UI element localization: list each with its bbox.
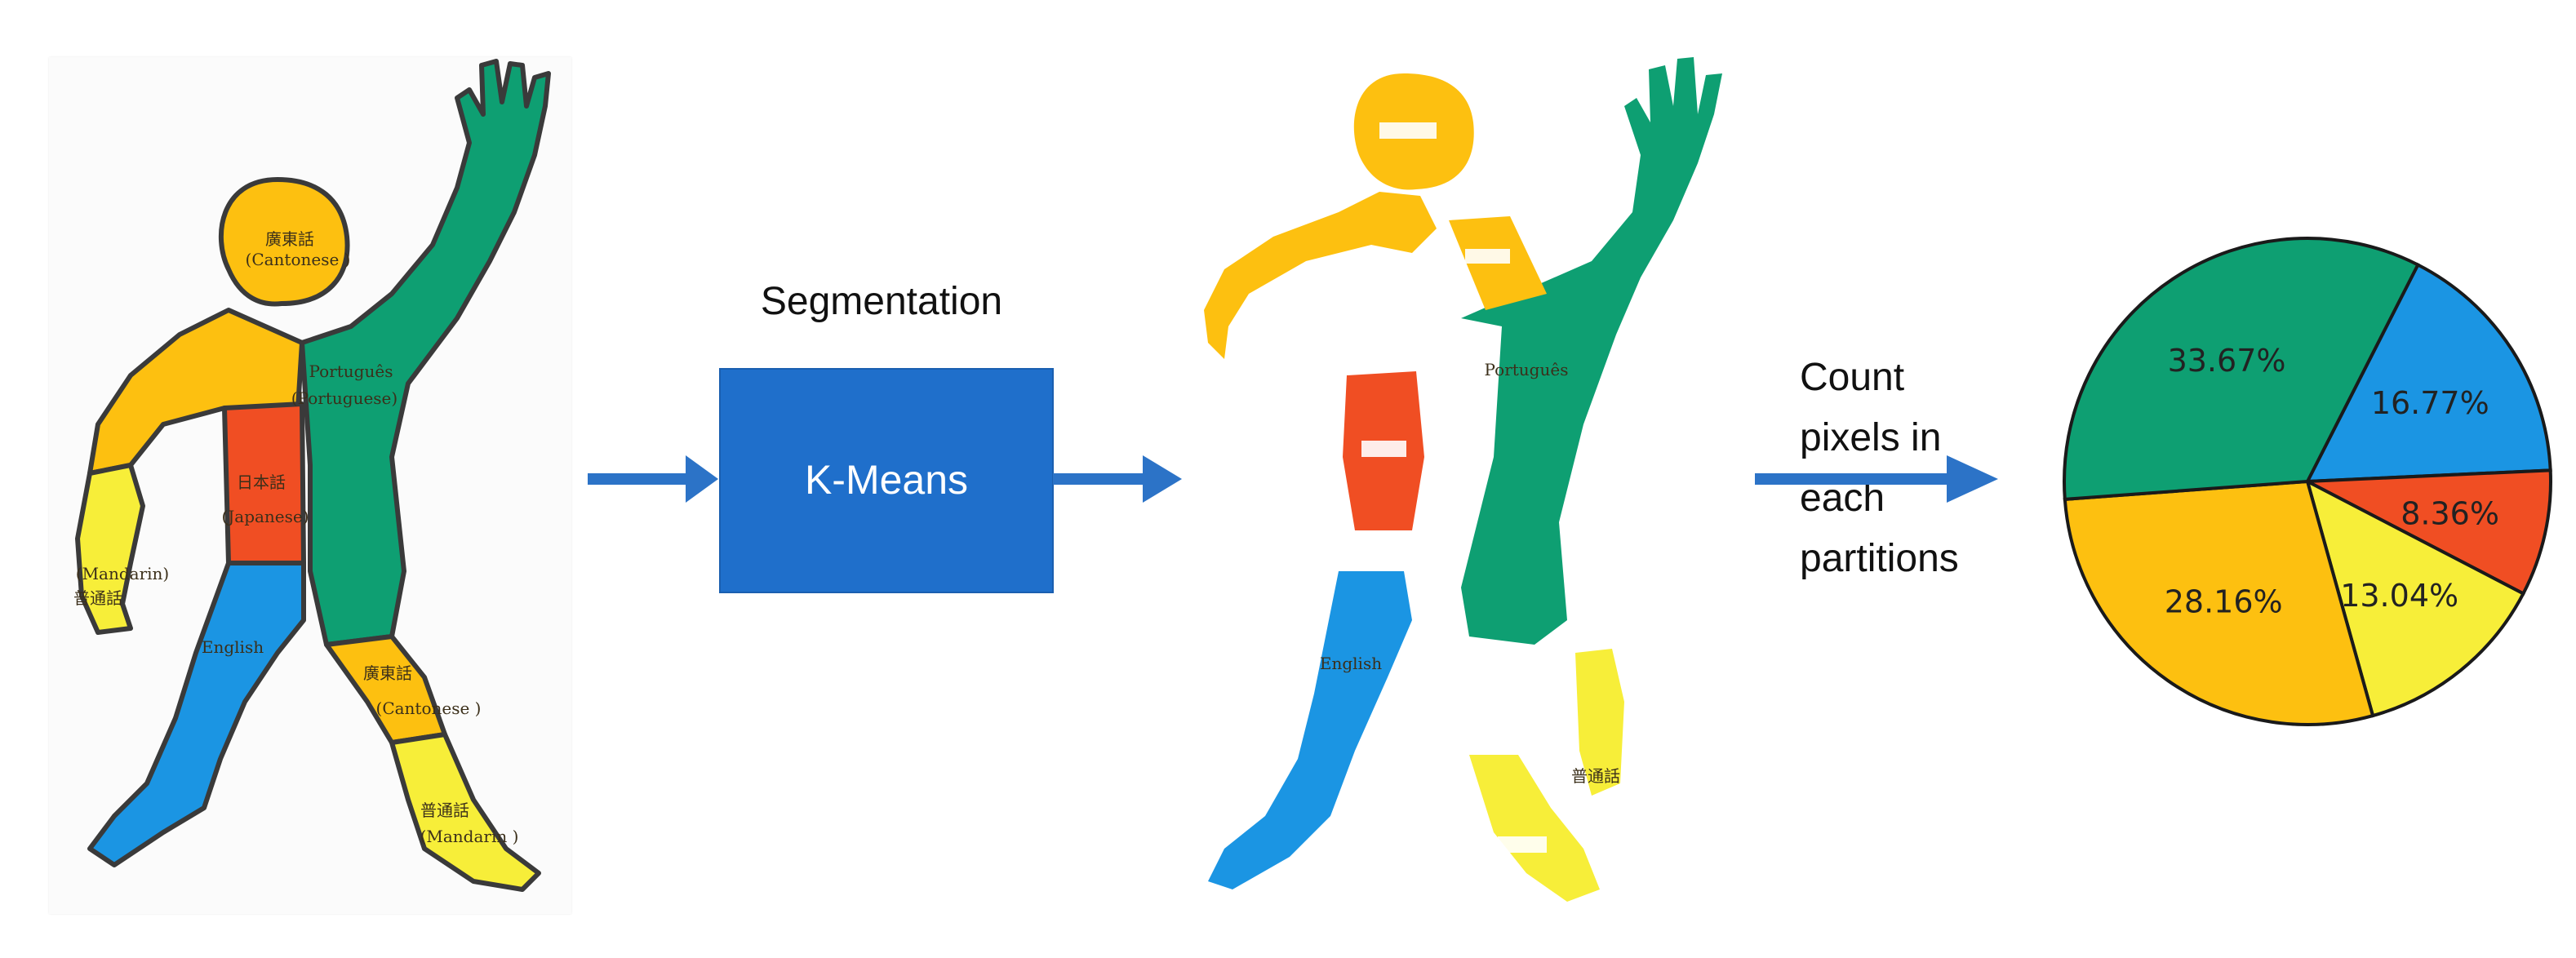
original-right-leg-upper: [324, 634, 447, 745]
segmentation-title: Segmentation: [761, 280, 1002, 323]
arrow-to-kmeans: [588, 455, 718, 503]
pie-slice: [2063, 479, 2375, 726]
original-head: [218, 177, 350, 307]
original-left-forearm: [75, 463, 145, 635]
pie-slice-label: 13.04%: [2340, 578, 2458, 614]
pie-slice: [2304, 478, 2526, 718]
label-left-arm-en: (Mandarin): [76, 564, 169, 583]
label-torso-left-en: (Japanese): [221, 507, 309, 526]
label-head-cn: 廣東話: [265, 229, 314, 249]
original-left-leg: [87, 561, 306, 867]
label-right-leg-cn: 廣東話: [363, 663, 412, 683]
label-torso-right-en: (Portuguese): [291, 388, 398, 408]
pie-slice-label: 33.67%: [2168, 343, 2286, 379]
pie-slice: [2301, 468, 2553, 597]
pie-slice: [2063, 237, 2420, 502]
arrow-to-pie: [1755, 455, 1998, 503]
segmented-chest-label-patch: [1465, 249, 1510, 264]
label-right-foot-cn: 普通話: [420, 801, 469, 820]
label-left-leg: English: [202, 637, 264, 657]
pie-slice-label: 16.77%: [2371, 385, 2489, 421]
label-right-leg-en: (Cantonese ): [376, 699, 482, 718]
pie-chart: 16.77% 8.36% 13.04% 28.16% 33.67%: [2063, 237, 2553, 726]
label-torso-left-jp: 日本話: [237, 472, 286, 492]
segmented-right-shin: [1575, 649, 1624, 796]
original-right-leg-lower: [389, 732, 541, 892]
segmented-left-leg: [1208, 571, 1412, 889]
pie-slice-label: 28.16%: [2165, 583, 2283, 619]
arrow-to-segmented: [1053, 455, 1182, 503]
original-green-region: [300, 59, 551, 647]
segmented-label-left-leg: English: [1320, 654, 1382, 673]
original-figure: [75, 59, 551, 892]
count-line-4: partitions: [1800, 537, 1959, 580]
segmented-label-torso-right: Português: [1485, 360, 1569, 379]
pie-slice-label: 8.36%: [2401, 495, 2499, 531]
count-line-2: pixels in: [1800, 416, 1941, 459]
kmeans-box: [719, 368, 1054, 593]
label-head-en: (Cantonese ): [246, 250, 351, 269]
segmented-figure: [1204, 57, 1722, 902]
label-left-arm-cn: 普通話: [73, 588, 122, 608]
segmented-arm: [1204, 192, 1437, 359]
segmented-foot-label-patch: [1498, 836, 1547, 853]
label-right-foot-en: (Mandarin ): [420, 827, 519, 846]
segmented-red-label-patch: [1361, 441, 1406, 457]
pie-slice: [2304, 262, 2552, 484]
segmented-right-foot: [1469, 755, 1600, 902]
segmented-label-right-shin: 普通話: [1571, 766, 1620, 786]
kmeans-label: K-Means: [805, 457, 968, 503]
segmented-head-label-patch: [1379, 122, 1437, 139]
segmented-green-region: [1461, 57, 1722, 645]
count-line-1: Count: [1800, 356, 1904, 399]
label-torso-right-pt: Português: [309, 361, 393, 381]
